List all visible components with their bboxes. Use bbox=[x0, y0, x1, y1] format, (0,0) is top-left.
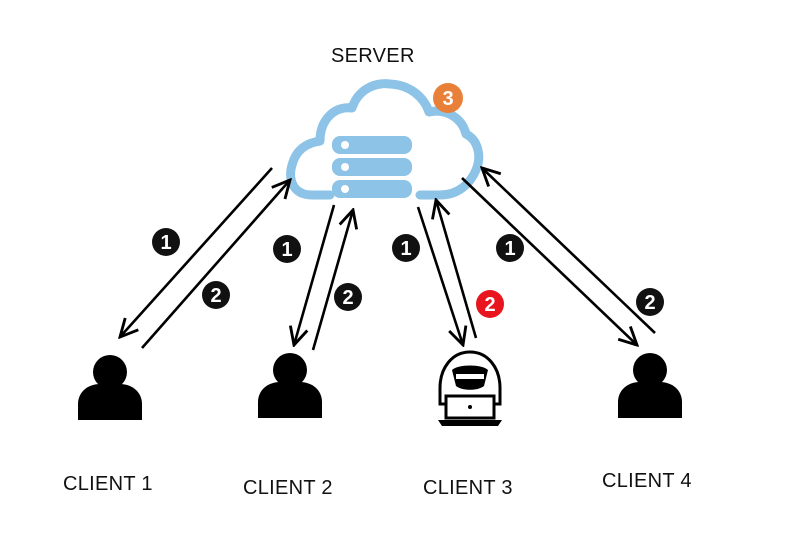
client-1-label: CLIENT 1 bbox=[63, 473, 153, 495]
arrow-client4-to-server bbox=[482, 168, 656, 334]
arrow-client2-to-server bbox=[311, 210, 353, 351]
step-badge-1-client1: 1 bbox=[152, 228, 180, 256]
svg-text:1: 1 bbox=[400, 238, 411, 260]
step-badge-2-client3: 2 bbox=[476, 290, 504, 318]
svg-text:2: 2 bbox=[210, 285, 221, 307]
arrow-client3-to-server bbox=[436, 200, 478, 339]
arrows bbox=[120, 167, 656, 351]
svg-text:2: 2 bbox=[644, 292, 655, 314]
client-3-label: CLIENT 3 bbox=[423, 477, 513, 499]
step-badge-2-client1: 2 bbox=[202, 281, 230, 309]
arrow-server-to-client4 bbox=[461, 177, 637, 345]
svg-text:1: 1 bbox=[504, 238, 515, 260]
user-icon bbox=[258, 353, 322, 418]
server-label: SERVER bbox=[331, 45, 415, 67]
arrow-server-to-client2 bbox=[294, 204, 336, 345]
svg-text:2: 2 bbox=[484, 294, 495, 316]
user-icon bbox=[78, 355, 142, 420]
svg-text:1: 1 bbox=[281, 239, 292, 261]
svg-text:3: 3 bbox=[442, 88, 453, 110]
server-step-badge-3: 3 bbox=[433, 83, 463, 113]
step-badge-1-client2: 1 bbox=[273, 235, 301, 263]
svg-text:2: 2 bbox=[342, 287, 353, 309]
user-icon bbox=[618, 353, 682, 418]
step-badge-2-client4: 2 bbox=[636, 288, 664, 316]
client-2-label: CLIENT 2 bbox=[243, 477, 333, 499]
step-badge-1-client4: 1 bbox=[496, 234, 524, 262]
client-4-label: CLIENT 4 bbox=[602, 470, 692, 492]
step-badge-2-client2: 2 bbox=[334, 283, 362, 311]
svg-text:1: 1 bbox=[160, 232, 171, 254]
step-badge-1-client3: 1 bbox=[392, 234, 420, 262]
arrow-server-to-client3 bbox=[416, 206, 463, 345]
hacker-icon bbox=[438, 350, 502, 426]
cloud-server-icon bbox=[286, 79, 484, 200]
arrow-server-to-client1 bbox=[120, 167, 273, 337]
arrow-client1-to-server bbox=[141, 180, 290, 349]
